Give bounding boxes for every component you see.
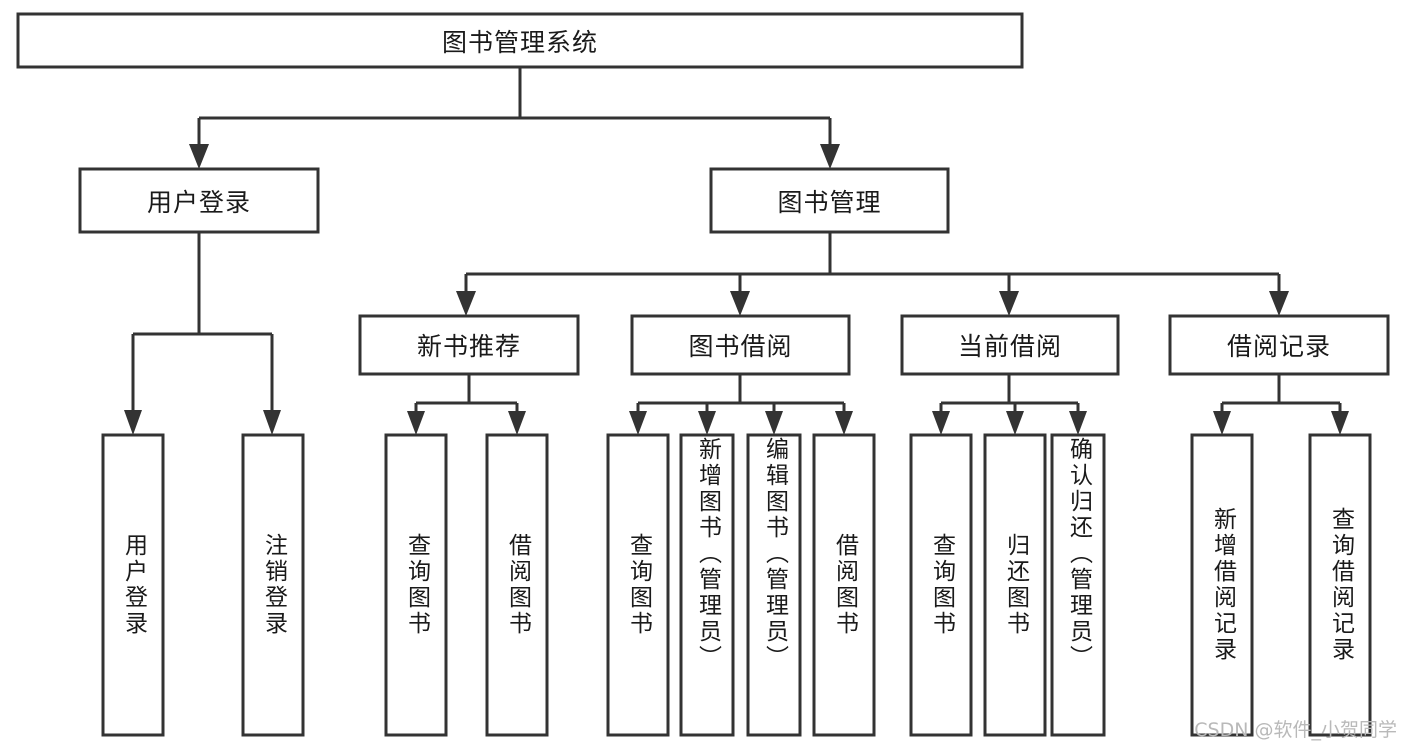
arrow-head-leaf-add-record xyxy=(1213,411,1231,435)
arrow-head-leaf-logout xyxy=(263,410,281,435)
node-leaf-borrow-book-2-box[interactable] xyxy=(812,433,876,737)
arrow-head-borrow-record xyxy=(1269,291,1289,316)
node-user-login-box[interactable] xyxy=(78,167,320,234)
connector-group-root xyxy=(189,67,840,169)
arrow-head-user-login xyxy=(189,144,209,169)
node-borrow-record-box[interactable] xyxy=(1168,314,1390,376)
node-leaf-user-login-box[interactable] xyxy=(101,433,165,737)
node-leaf-query-book-1-box[interactable] xyxy=(384,433,448,737)
node-leaf-logout-box[interactable] xyxy=(241,433,305,737)
arrow-head-book-borrow xyxy=(730,291,750,316)
arrow-head-leaf-add-book xyxy=(698,411,716,435)
connector-group-current-borrow xyxy=(932,374,1087,435)
arrow-head-leaf-edit-book xyxy=(765,411,783,435)
connector-group-borrow-record xyxy=(1213,374,1349,435)
node-current-borrow-box[interactable] xyxy=(900,314,1120,376)
arrow-head-leaf-query-record xyxy=(1331,411,1349,435)
connector-group-book-borrow xyxy=(629,374,853,435)
arrow-head-leaf-query-book-3 xyxy=(932,411,950,435)
arrow-head-leaf-confirm-return xyxy=(1069,411,1087,435)
arrow-head-book-manage xyxy=(820,144,840,169)
connector-group-new-book-rec xyxy=(407,374,526,435)
connector-group-book-manage xyxy=(456,232,1289,316)
node-leaf-query-record-box[interactable] xyxy=(1308,433,1372,737)
arrow-head-leaf-return-book xyxy=(1006,411,1024,435)
connector-group-user-login xyxy=(124,232,281,435)
node-leaf-query-book-3-box[interactable] xyxy=(909,433,973,737)
arrow-head-leaf-borrow-book-1 xyxy=(508,411,526,435)
arrow-head-current-borrow xyxy=(999,291,1019,316)
node-book-manage-box[interactable] xyxy=(709,167,950,234)
node-leaf-return-book-box[interactable] xyxy=(983,433,1047,737)
node-leaf-borrow-book-1-box[interactable] xyxy=(485,433,549,737)
arrow-head-new-book-rec xyxy=(456,291,476,316)
arrow-head-leaf-query-book-1 xyxy=(407,411,425,435)
arrow-head-leaf-user-login xyxy=(124,410,142,435)
arrow-head-leaf-borrow-book-2 xyxy=(835,411,853,435)
node-leaf-edit-book-box[interactable] xyxy=(746,433,802,737)
node-book-borrow-box[interactable] xyxy=(630,314,851,376)
node-new-book-rec-box[interactable] xyxy=(358,314,580,376)
node-leaf-query-book-2-box[interactable] xyxy=(606,433,670,737)
node-leaf-add-book-box[interactable] xyxy=(679,433,735,737)
node-leaf-add-record-box[interactable] xyxy=(1190,433,1254,737)
arrow-head-leaf-query-book-2 xyxy=(629,411,647,435)
node-leaf-confirm-return-box[interactable] xyxy=(1050,433,1106,737)
node-root-box[interactable] xyxy=(16,12,1024,69)
